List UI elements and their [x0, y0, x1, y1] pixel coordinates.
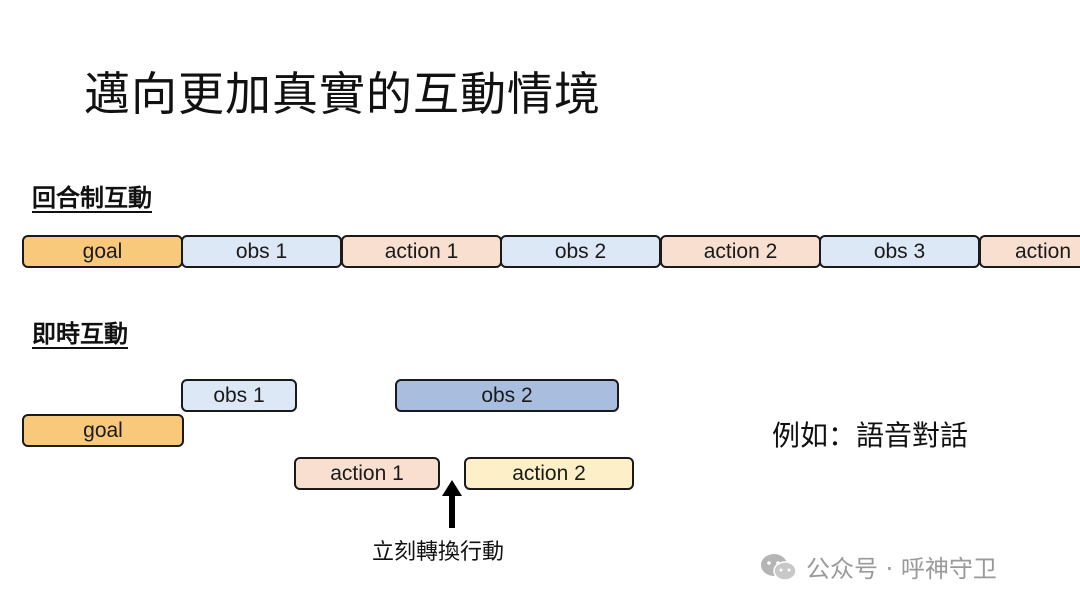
turn-obs3-block: obs 3 [819, 235, 980, 268]
example-text: 例如：語音對話 [772, 419, 969, 452]
rt-obs2-block: obs 2 [395, 379, 619, 412]
rt-goal-block: goal [22, 414, 184, 447]
wechat-icon [761, 553, 797, 581]
watermark-text: 公众号 · 呼神守卫 [806, 555, 997, 583]
up-arrow-icon [442, 480, 462, 528]
watermark: 公众号 · 呼神守卫 [760, 549, 997, 584]
arrow-caption: 立刻轉換行動 [372, 540, 505, 565]
turn-based-label: 回合制互動 [32, 184, 152, 212]
rt-action1-block: action 1 [294, 457, 440, 490]
realtime-label: 即時互動 [32, 320, 128, 348]
turn-obs1-block: obs 1 [181, 235, 342, 268]
slide-title: 邁向更加真實的互動情境 [84, 67, 601, 121]
rt-action2-block: action 2 [464, 457, 634, 490]
turn-action-partial-block: action [979, 235, 1080, 268]
turn-action1-block: action 1 [341, 235, 502, 268]
turn-action2-block: action 2 [660, 235, 821, 268]
turn-goal-block: goal [22, 235, 183, 268]
rt-obs1-block: obs 1 [181, 379, 297, 412]
turn-obs2-block: obs 2 [500, 235, 661, 268]
